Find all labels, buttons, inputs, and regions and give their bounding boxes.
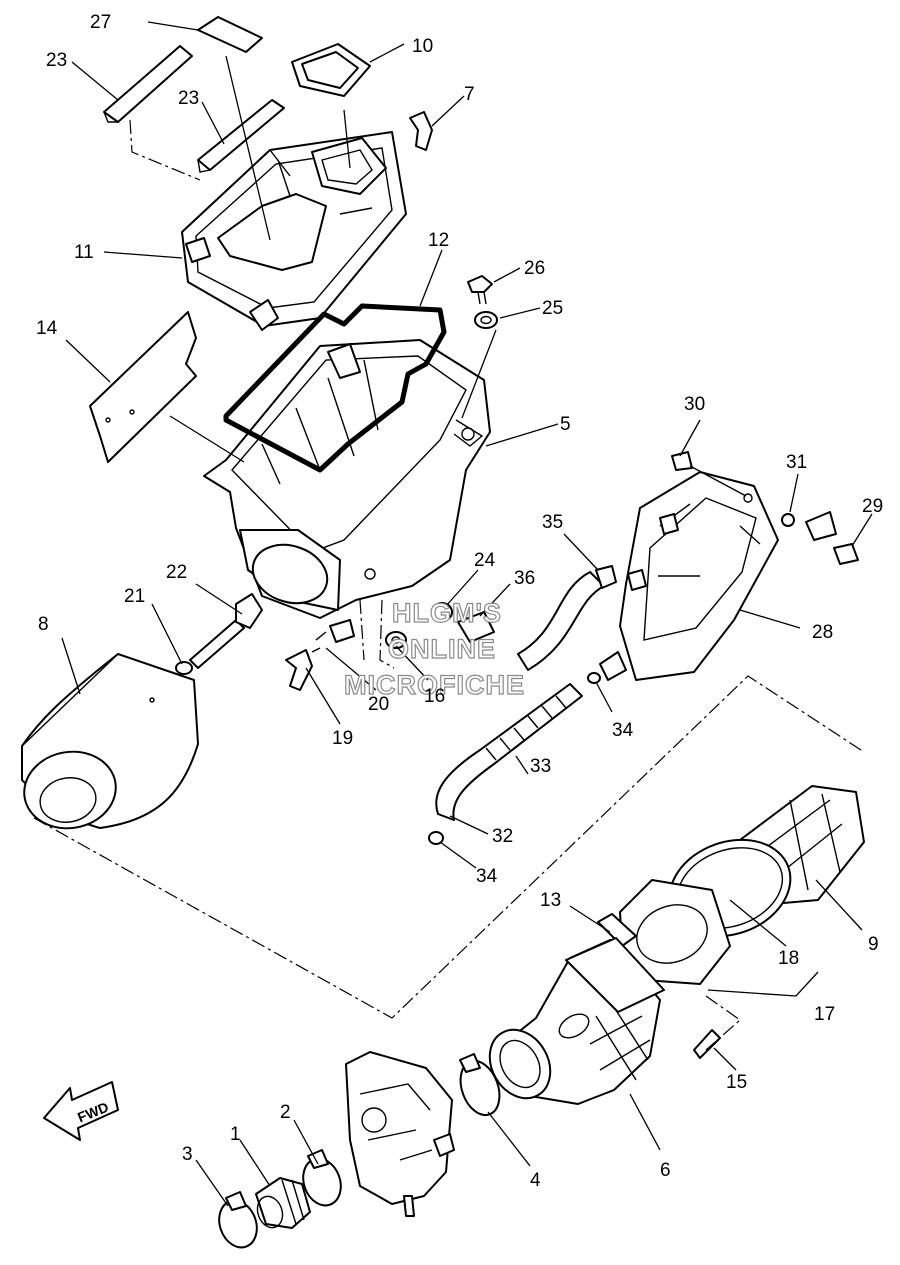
callout-28: 28: [812, 622, 833, 643]
callout-3: 3: [182, 1144, 193, 1165]
leader-lines: [61, 21, 873, 1207]
part-34-clip-upper: [587, 672, 601, 684]
part-5-air-filter-case: [203, 339, 491, 619]
part-8-air-filter-element: [21, 653, 199, 830]
part-3-clamp: [218, 1191, 258, 1249]
callout-26: 26: [524, 258, 545, 279]
callout-18: 18: [778, 948, 799, 969]
callout-8: 8: [38, 614, 49, 635]
part-4-hose-clamp: [459, 1053, 501, 1117]
part-24-nut: [431, 602, 453, 622]
callout-19: 19: [332, 728, 353, 749]
callout-20: 20: [368, 694, 389, 715]
callout-5: 5: [560, 414, 571, 435]
part-30-bolt: [671, 451, 693, 471]
callout-35: 35: [542, 512, 563, 533]
fwd-direction-arrow: FWD: [43, 1081, 119, 1141]
callout-13: 13: [540, 890, 561, 911]
callout-30: 30: [684, 394, 705, 415]
watermark-line-1: HLGM'S: [392, 598, 502, 628]
part-7-clip: [409, 111, 433, 151]
callout-21: 21: [124, 586, 145, 607]
part-29-clamp: [805, 511, 859, 565]
part-12-gasket: [223, 303, 447, 473]
part-27-sponge-sheet: [197, 16, 263, 53]
callout-14: 14: [36, 318, 58, 339]
part-25-grommet: [474, 311, 498, 329]
callout-34-lower: 34: [476, 866, 498, 887]
part-23-foam-strip-lower: [197, 99, 285, 173]
watermark-line-2: ONLINE: [388, 634, 496, 664]
part-15-pin: [693, 1029, 721, 1059]
part-1-carburetor-joint: [255, 1177, 311, 1229]
callout-10: 10: [412, 36, 433, 57]
part-36-joint: [457, 611, 495, 643]
part-6-intake-duct: [488, 937, 665, 1105]
callout-36: 36: [514, 568, 535, 589]
watermark-line-3: MICROFICHE: [344, 670, 525, 700]
part-31-washer: [781, 513, 795, 527]
callout-7: 7: [464, 84, 475, 105]
callout-16: 16: [424, 686, 445, 707]
part-20-drain-tube: [311, 619, 355, 653]
callout-25: 25: [542, 298, 563, 319]
callout-31: 31: [786, 452, 807, 473]
callout-12: 12: [428, 230, 449, 251]
callout-numbers: 27 23 23 10 7 11 12 26 25 14 5 30 31 29 …: [36, 12, 883, 1191]
watermark: HLGM'S ONLINE MICROFICHE: [343, 597, 525, 700]
part-16-grommet: [385, 631, 407, 649]
callout-15: 15: [726, 1072, 747, 1093]
callout-27: 27: [90, 12, 111, 33]
callout-4: 4: [530, 1170, 541, 1191]
callout-33: 33: [530, 756, 551, 777]
part-22-screw: [189, 593, 263, 669]
callout-24: 24: [474, 550, 496, 571]
part-19-clip: [285, 649, 313, 691]
callout-32: 32: [492, 826, 513, 847]
part-14-sheet: [89, 311, 197, 463]
part-11-airbox-cover: [181, 131, 407, 331]
callout-11: 11: [74, 242, 94, 263]
part-35-breather-hose: [517, 565, 617, 671]
callout-34-upper: 34: [612, 720, 634, 741]
part-10-seal-ring: [291, 43, 371, 97]
callout-6: 6: [660, 1160, 671, 1181]
callout-23-lower: 23: [178, 88, 199, 109]
part-21-washer: [175, 661, 193, 675]
assembly-lines: [33, 119, 865, 1051]
callout-22: 22: [166, 562, 187, 583]
carburetor: [345, 1051, 455, 1217]
callout-9: 9: [868, 934, 879, 955]
part-34-clip-lower: [428, 831, 444, 845]
callout-23-upper: 23: [46, 50, 67, 71]
callout-17: 17: [814, 1004, 835, 1025]
callout-29: 29: [862, 496, 883, 517]
part-28-breather-tank: [599, 471, 779, 681]
part-33-corrugated-hose: [435, 683, 583, 821]
callout-2: 2: [280, 1102, 291, 1123]
part-26-bolt: [467, 275, 493, 305]
part-23-foam-strip-upper: [103, 45, 193, 123]
callout-1: 1: [230, 1124, 241, 1145]
